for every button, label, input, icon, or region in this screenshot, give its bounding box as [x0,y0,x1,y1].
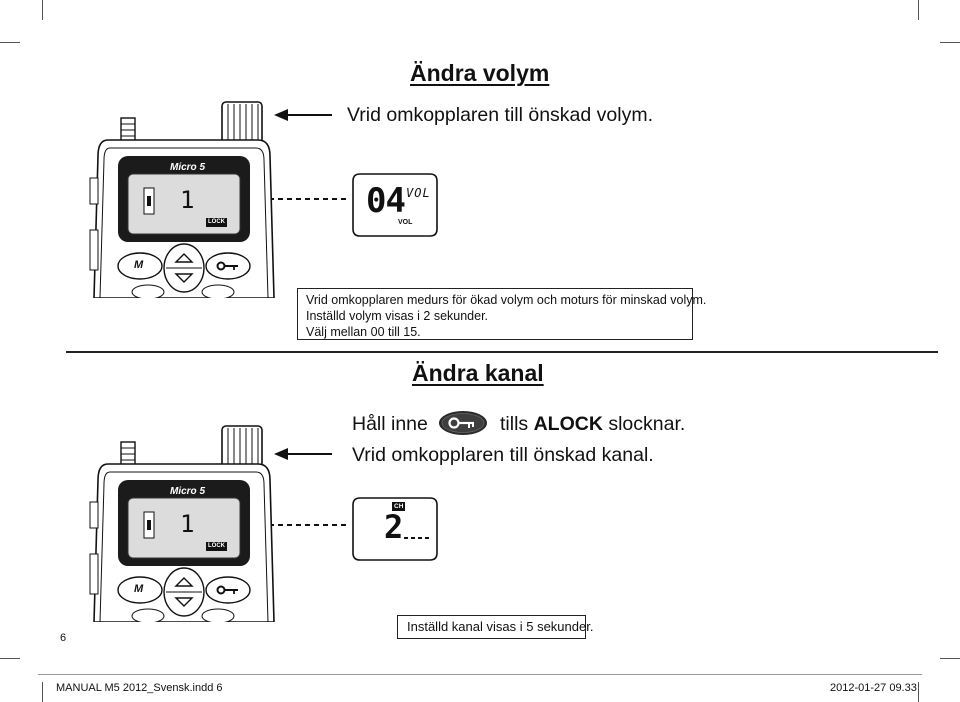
ch-badge: CH [392,502,406,511]
device-lock-indicator: LOCK [206,218,227,227]
crop-mark [918,682,919,702]
crop-mark [918,0,919,20]
hold-prefix: Håll inne [352,413,428,435]
vol-label: VOL [406,186,431,200]
radio-device-illustration-bottom: Micro 5 1 LOCK M [88,424,278,624]
section-divider [66,351,938,353]
channel-note-text: Inställd kanal visas i 5 sekunder. [407,619,594,634]
channel-instruction: Vrid omkopplaren till önskad kanal. [352,444,654,466]
device-mode-button: M [134,583,144,595]
channel-lcd-display: CH 2 [352,497,438,561]
volume-lcd-display: 04 VOL VOL [352,173,438,237]
footer-file-name: MANUAL M5 2012_Svensk.indd 6 [56,682,223,694]
device-channel-digit: 1 [180,186,195,214]
hold-suffix: tills ALOCK slocknar. [500,413,685,436]
device-lock-indicator: LOCK [206,542,227,551]
device-mode-button: M [134,259,144,271]
device-channel-digit: 1 [180,510,195,538]
arrow-left-icon [274,448,332,460]
footer-rule [38,674,922,675]
crop-mark [940,658,960,659]
arrow-left-icon [274,109,332,121]
radio-device-illustration-top: Micro 5 1 LOCK M [88,100,278,300]
alock-label: ALOCK [533,413,603,435]
crop-mark [42,682,43,702]
crop-mark [940,42,960,43]
hold-suffix-post: slocknar. [608,413,686,435]
footer-timestamp: 2012-01-27 09.33 [830,682,917,694]
volume-note-line: Välj mellan 00 till 15. [306,325,421,339]
hold-suffix-pre: tills [500,413,529,435]
volume-instruction: Vrid omkopplaren till önskad volym. [347,104,653,126]
vol-small-label: VOL [398,219,413,226]
crop-mark [0,658,20,659]
volume-digits: 04 [366,181,406,221]
crop-mark [0,42,20,43]
device-brand-label: Micro 5 [170,486,206,497]
channel-note-box: Inställd kanal visas i 5 sekunder. [397,615,594,639]
volume-note-line: Vrid omkopplaren medurs för ökad volym o… [306,293,707,307]
crop-mark [42,0,43,20]
volume-note-box: Vrid omkopplaren medurs för ökad volym o… [297,288,707,340]
volume-note-line: Inställd volym visas i 2 sekunder. [306,309,489,323]
volume-heading: Ändra volym [410,60,550,86]
key-button-icon [439,411,487,435]
channel-heading: Ändra kanal [412,360,544,386]
page-number: 6 [60,632,67,644]
device-brand-label: Micro 5 [170,162,206,173]
channel-digit: 2 [384,508,404,546]
